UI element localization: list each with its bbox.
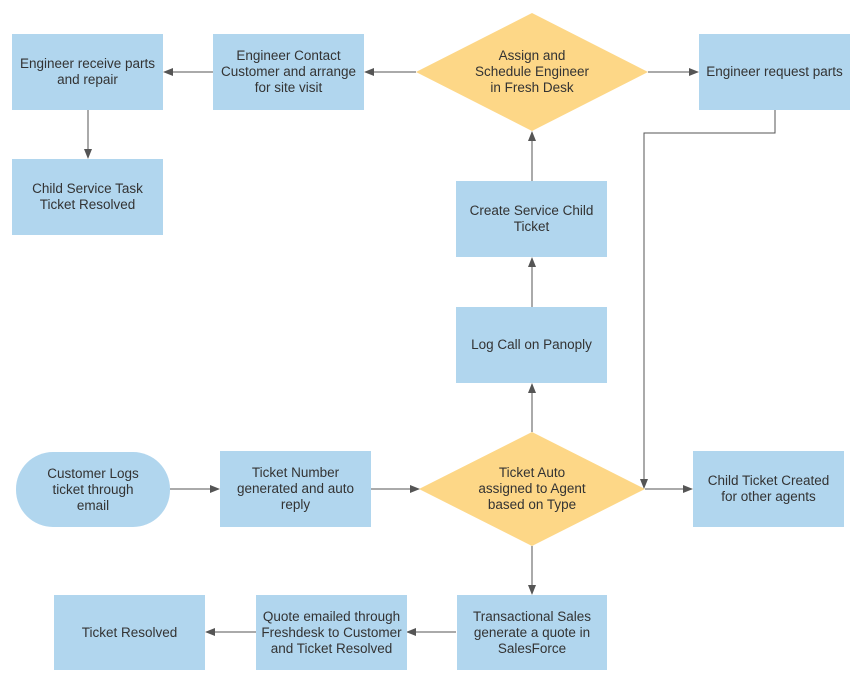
node-child-ticket-created-label: Child Ticket Created for other agents bbox=[707, 473, 830, 504]
node-child-service-resolved: Child Service Task Ticket Resolved bbox=[12, 159, 163, 235]
node-engineer-receive-label: Engineer receive parts and repair bbox=[19, 56, 156, 87]
node-transactional-sales: Transactional Sales generate a quote in … bbox=[457, 595, 607, 670]
node-quote-emailed-label: Quote emailed through Freshdesk to Custo… bbox=[261, 608, 402, 656]
node-assign-schedule: Assign and Schedule Engineer in Fresh De… bbox=[438, 38, 626, 106]
node-ticket-number-label: Ticket Number generated and auto reply bbox=[236, 465, 355, 512]
node-assign-schedule-label: Assign and Schedule Engineer in Fresh De… bbox=[474, 48, 590, 95]
node-customer-logs: Customer Logs ticket through email bbox=[16, 452, 170, 527]
node-engineer-request-parts-label: Engineer request parts bbox=[706, 64, 843, 79]
node-transactional-sales-label: Transactional Sales generate a quote in … bbox=[472, 608, 592, 656]
node-create-child: Create Service Child Ticket bbox=[456, 181, 607, 257]
node-quote-emailed: Quote emailed through Freshdesk to Custo… bbox=[256, 595, 407, 670]
node-engineer-request-parts: Engineer request parts bbox=[699, 34, 850, 110]
node-child-ticket-created: Child Ticket Created for other agents bbox=[693, 451, 844, 527]
node-ticket-resolved: Ticket Resolved bbox=[54, 595, 205, 670]
node-ticket-auto-label: Ticket Auto assigned to Agent based on T… bbox=[478, 465, 586, 512]
connector-requestparts-to-auto bbox=[640, 110, 776, 489]
node-ticket-number: Ticket Number generated and auto reply bbox=[220, 451, 371, 527]
decision-diamond-assign bbox=[416, 13, 648, 131]
node-log-call-label: Log Call on Panoply bbox=[471, 337, 592, 352]
node-create-child-label: Create Service Child Ticket bbox=[469, 203, 594, 234]
node-ticket-resolved-label: Ticket Resolved bbox=[81, 624, 178, 640]
node-engineer-contact: Engineer Contact Customer and arrange fo… bbox=[213, 34, 364, 110]
node-ticket-auto: Ticket Auto assigned to Agent based on T… bbox=[440, 455, 624, 523]
node-engineer-contact-label: Engineer Contact Customer and arrange fo… bbox=[220, 48, 357, 95]
node-log-call: Log Call on Panoply bbox=[456, 307, 607, 383]
node-customer-logs-label: Customer Logs ticket through email bbox=[47, 465, 139, 513]
decision-diamond-ticket-auto bbox=[419, 432, 645, 546]
node-child-service-resolved-label: Child Service Task Ticket Resolved bbox=[32, 181, 143, 212]
node-engineer-receive: Engineer receive parts and repair bbox=[12, 34, 163, 110]
